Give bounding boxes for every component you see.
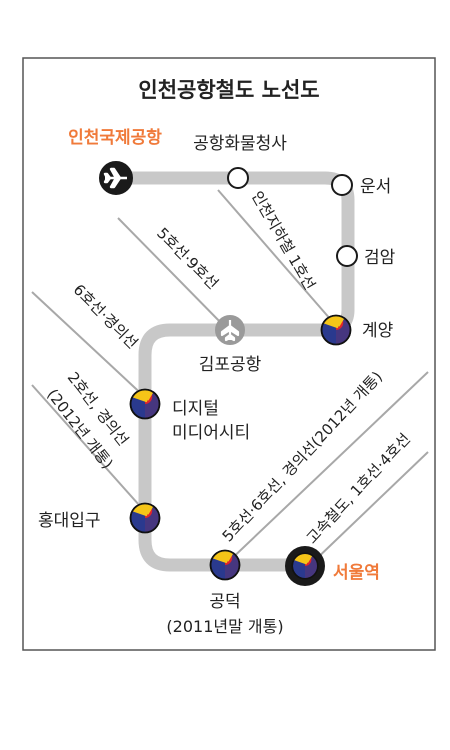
- station-seoul-marker: [285, 546, 325, 586]
- station-label-unseo: 운서: [360, 177, 391, 197]
- station-dmc-marker: [129, 388, 161, 420]
- station-unseo-marker: [331, 174, 353, 196]
- station-label-gongdeok: 공덕: [209, 592, 240, 612]
- station-gyeyang-marker: [320, 314, 352, 346]
- airplane-icon: [103, 167, 127, 189]
- station-label-seoul: 서울역: [333, 563, 380, 583]
- station-hongik-marker: [129, 502, 161, 534]
- station-label-geomam: 검암: [364, 248, 396, 268]
- transfer-station-icon: [209, 549, 241, 581]
- transfer-line-5: [224, 371, 429, 566]
- transfer-station-icon: [320, 314, 352, 346]
- station-incheon-airport-marker: [99, 161, 133, 195]
- transfer-station-icon: [129, 388, 161, 420]
- transfer-line-6: [309, 451, 429, 566]
- station-label-gyeyang: 계양: [362, 321, 393, 341]
- station-label-cargo: 공항화물청사: [193, 134, 287, 154]
- station-label-dmc-line1: 디지털: [172, 399, 219, 419]
- transfer-lines: [31, 189, 429, 566]
- station-cargo-marker: [227, 167, 249, 189]
- airplane-icon: [220, 320, 240, 342]
- transfer-line-2: [117, 217, 229, 331]
- station-gongdeok-marker: [209, 549, 241, 581]
- station-gimpo-airport-marker: [215, 315, 245, 345]
- transfer-station-icon: [129, 502, 161, 534]
- transfer-station-icon: [291, 552, 319, 580]
- station-geomam-marker: [336, 245, 358, 267]
- station-label-incheon-airport: 인천국제공항: [68, 127, 162, 148]
- map-title: 인천공항철도 노선도: [138, 78, 319, 102]
- station-label-dmc-line2: 미디어시티: [172, 423, 250, 443]
- transfer-line-1: [217, 189, 339, 329]
- station-label-hongik: 홍대입구: [38, 511, 101, 531]
- station-label-gimpo-airport: 김포공항: [199, 355, 262, 375]
- transfer-line-3: [31, 291, 149, 401]
- station-note-gongdeok: (2011년말 개통): [166, 617, 283, 636]
- transfer-line-4: [31, 384, 149, 516]
